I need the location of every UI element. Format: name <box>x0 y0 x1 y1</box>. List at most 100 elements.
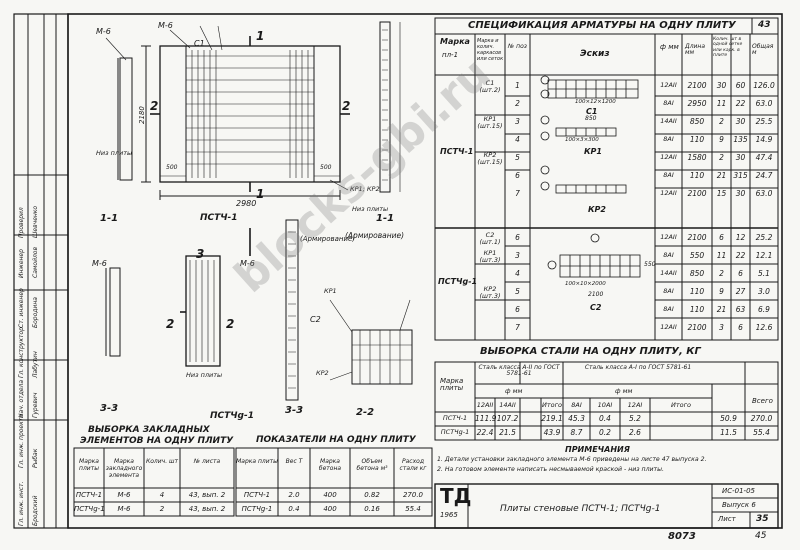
spec-row-qty-unit: 2 <box>719 269 724 278</box>
sketch-label-2100: 2100 <box>588 291 604 298</box>
steel-row-value: 2.6 <box>629 428 641 437</box>
spec-row-total-length: 6.9 <box>758 305 770 314</box>
spec-row-pos: 3 <box>515 251 520 260</box>
steel-row-value: 50.9 <box>720 414 737 423</box>
spec-row-total-length: 47.4 <box>755 153 773 162</box>
spec-row-qty-total: 6 <box>738 323 743 332</box>
steel-row-plate: ПСТЧ-1 <box>442 414 468 422</box>
spec-row-diameter: 8АI <box>663 171 674 179</box>
indicators-cell: 0.82 <box>364 491 380 499</box>
spec-row-diameter: 8АI <box>663 287 674 295</box>
spec-row-length: 110 <box>689 305 705 314</box>
label-cut-1-top: 1 <box>256 29 265 43</box>
stamp-sheet-label: Лист <box>718 515 736 523</box>
spec-row-pos: 2 <box>515 99 520 108</box>
spec-row-length: 2100 <box>687 189 707 198</box>
spec-row-diameter: 8АI <box>663 251 674 259</box>
steel-row-value: 8.7 <box>570 428 583 437</box>
spec-row-total-length: 12.6 <box>755 323 773 332</box>
label-arm-top: (Армирование) <box>345 231 405 240</box>
steel-row-value: 55.4 <box>753 428 770 437</box>
label-kp1kp2: КР1; КР2 <box>350 185 380 193</box>
spec-header-qty: Колич. шт в одной сетке или карк. в плит… <box>713 37 743 59</box>
spec-row-length: 850 <box>689 117 705 126</box>
spec-row-qty-total: 60 <box>735 81 746 90</box>
steel-row-value: 21.5 <box>499 428 516 437</box>
stamp-logo: ТД <box>440 484 472 508</box>
label-plate-pst: ПСТЧ-1 <box>200 213 238 223</box>
steel-row-value: 270.0 <box>750 414 773 423</box>
embedded-cell: 43, вып. 2 <box>188 491 226 499</box>
spec-row-element: С2 (шт.1) <box>479 231 501 246</box>
spec-row-element: КР1 (шт.15) <box>477 115 503 130</box>
indicators-cell: 400 <box>323 505 337 513</box>
spec-row-total-length: 5.1 <box>758 269 770 278</box>
notes-title: ПРИМЕЧАНИЯ <box>565 445 630 454</box>
indicators-header: Марка бетона <box>318 458 342 473</box>
embedded-header: Марка закладного элемента <box>105 458 143 480</box>
spec-title: СПЕЦИФИКАЦИЯ АРМАТУРЫ НА ОДНУ ПЛИТУ <box>468 20 736 31</box>
steel-row-value: 107.2 <box>496 414 519 423</box>
indicators-cell: ПСТЧg-1 <box>241 505 273 513</box>
strip-role: Проверил <box>18 207 25 238</box>
spec-row-diameter: 14АII <box>660 269 677 277</box>
label-cut-2-lower-right: 2 <box>226 317 235 331</box>
spec-row-qty-unit: 11 <box>716 251 727 260</box>
label-dim-2980: 2980 <box>236 199 257 208</box>
embedded-cell: 2 <box>159 505 165 513</box>
indicators-header: Объем бетона м³ <box>356 458 388 473</box>
steel-row-value: 43.9 <box>543 428 561 437</box>
steel-header-marka: Марка плиты <box>440 377 464 392</box>
spec-row-total-length: 25.2 <box>755 233 773 242</box>
spec-row-qty-total: 6 <box>738 269 743 278</box>
note-line-2: 2. На готовом элементе написать несмывае… <box>437 466 665 473</box>
label-arm-bottom: (Армирование) <box>300 235 356 243</box>
spec-row-length: 110 <box>689 287 705 296</box>
indicators-cell: 270.0 <box>402 491 424 499</box>
label-cut-3: 3 <box>196 247 205 261</box>
indicators-header: Марка плиты <box>236 458 278 465</box>
steel-col-header: Итого <box>670 401 692 409</box>
strip-role: Гл. конструктор <box>18 327 25 378</box>
strip-name: Бродский <box>32 495 39 526</box>
spec-row-total-length: 3.0 <box>758 287 770 296</box>
spec-row-pos: 5 <box>515 287 520 296</box>
spec-header-total: Общая м <box>752 43 774 56</box>
spec-header-pos: № поз <box>508 43 527 50</box>
spec-row-qty-unit: 2 <box>719 153 724 162</box>
strip-role: Гл. инж. проекта <box>18 414 25 468</box>
embedded-header: № листа <box>193 458 221 465</box>
spec-row-diameter: 8АI <box>663 99 674 107</box>
embedded-cell: М-6 <box>117 505 131 513</box>
label-kp2: КР2 <box>316 369 329 377</box>
spec-row-length: 110 <box>689 135 705 144</box>
label-m6-bottom-left: М-6 <box>92 259 107 268</box>
strip-name: Рыбак <box>32 448 39 468</box>
indicators-cell: 55.4 <box>405 505 421 513</box>
strip-role: Нач. отдела <box>18 379 25 418</box>
steel-row-value: 0.2 <box>599 428 611 437</box>
sketch-label-c2: С2 <box>590 303 602 312</box>
spec-row-diameter: 8АI <box>663 305 674 313</box>
embedded-header: Марка плиты <box>79 458 99 473</box>
spec-row-length: 550 <box>689 251 705 260</box>
spec-row-total-length: 25.5 <box>755 117 773 126</box>
label-cut-2-right: 2 <box>342 99 351 113</box>
bottom-number: 8073 <box>668 531 696 542</box>
spec-row-diameter: 12АII <box>660 81 677 89</box>
spec-row-qty-unit: 21 <box>716 171 727 180</box>
label-cut-1-bottom: 1 <box>256 187 265 201</box>
label-section-3-3: 3-3 <box>285 405 304 416</box>
sketch-label-550: 550 <box>644 261 656 268</box>
label-niz-right: Низ плиты <box>352 205 389 213</box>
spec-row-pos: 4 <box>515 135 520 144</box>
stamp-issue: Выпуск 6 <box>722 501 756 509</box>
strip-role: Гл. инж. инст. <box>18 481 25 526</box>
note-line-1: 1. Детали установки закладного элемента … <box>437 456 707 463</box>
strip-name: Самойлов <box>32 246 39 278</box>
spec-row-element: КР2 (шт.3) <box>479 285 501 300</box>
spec-row-total-length: 126.0 <box>753 81 775 90</box>
label-m6-left: М-6 <box>96 27 111 36</box>
spec-row-qty-unit: 15 <box>716 189 727 198</box>
steel-row-value: 22.4 <box>476 428 494 437</box>
